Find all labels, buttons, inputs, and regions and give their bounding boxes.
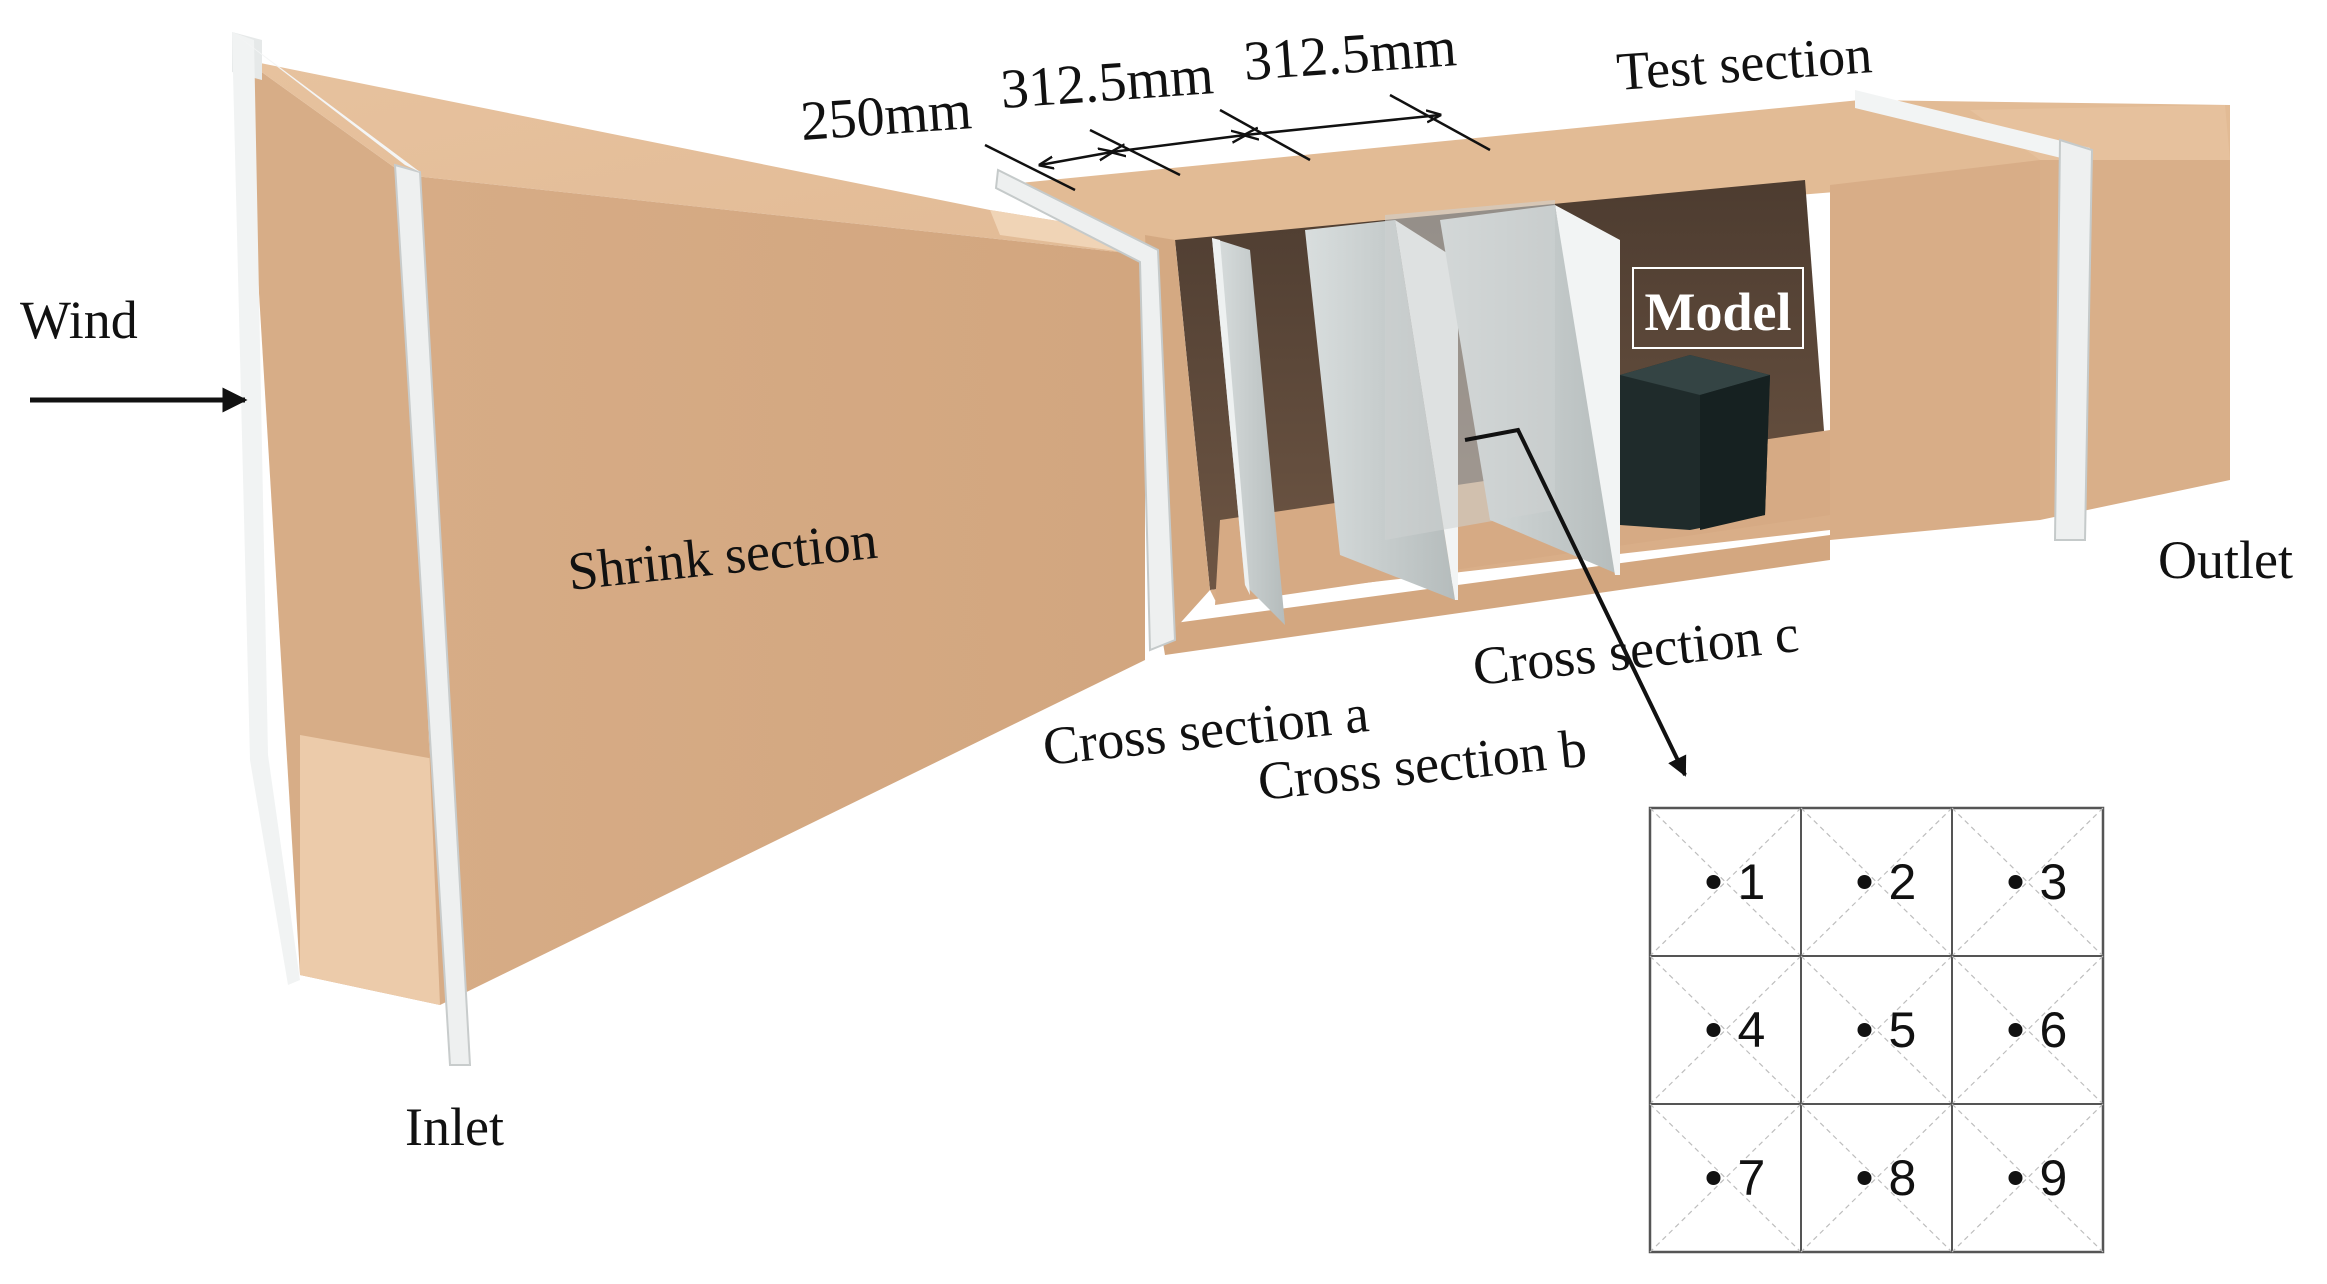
- cross-section-pointer: [1464, 427, 1687, 777]
- wind-label: Wind: [20, 290, 138, 350]
- grid-frame: [1648, 806, 2105, 1254]
- measurement-point-dot: [1706, 1023, 1721, 1037]
- dimension-label-2: 312.5mm: [999, 44, 1216, 121]
- model-label: Model: [1645, 282, 1792, 342]
- inlet-label: Inlet: [405, 1097, 504, 1157]
- measurement-point-number: 3: [2040, 854, 2068, 910]
- measurement-point-dot: [1706, 1171, 1721, 1185]
- shrink-section: [245, 60, 1145, 1005]
- flange-test-outlet: [2053, 138, 2094, 541]
- grid-cell: 9: [1951, 1103, 2104, 1253]
- flange-test-outlet-top: [1855, 90, 2090, 165]
- measurement-point-number: 6: [2040, 1002, 2068, 1058]
- cross-section-c-label: Cross section c: [1470, 603, 1801, 697]
- shrink-inner-bottom: [300, 735, 440, 1005]
- inlet-flange-left-bar: [232, 32, 300, 985]
- measurement-point-dot: [1857, 1023, 1872, 1037]
- grid-cell-border: [1951, 1103, 2104, 1253]
- model-label-box: Model: [1632, 267, 1804, 349]
- measurement-point-number: 8: [1889, 1150, 1917, 1206]
- grid-cell: 3: [1951, 807, 2104, 957]
- partition-a: [1212, 238, 1285, 625]
- measurement-point-dot: [2008, 1171, 2023, 1185]
- test-top-face-main: [1000, 100, 2230, 248]
- test-section-label: Test section: [1615, 24, 1874, 102]
- back-panel: [1385, 200, 1555, 540]
- dimension-lines: [984, 93, 1491, 192]
- measurement-point-dot: [2008, 1023, 2023, 1037]
- measurement-point-dot: [1857, 1171, 1872, 1185]
- inlet-flange-front-bar: [393, 163, 472, 1066]
- outlet-label: Outlet: [2158, 530, 2293, 590]
- measurement-point-number: 9: [2040, 1150, 2068, 1206]
- measurement-point-number: 5: [1889, 1002, 1917, 1058]
- measurement-point-number: 7: [1738, 1150, 1766, 1206]
- measurement-point-dot: [2008, 875, 2023, 889]
- measurement-point-dot: [1857, 875, 1872, 889]
- flange-shrink-test: [994, 168, 1177, 652]
- dimension-label-3: 312.5mm: [1242, 16, 1459, 93]
- test-front-bottom: [1160, 535, 1830, 655]
- measurement-point-grid: 1 2 3 4 5 6 7 8 9: [1648, 806, 2105, 1254]
- inlet-flange: [232, 32, 472, 1066]
- model-block: [1620, 355, 1770, 530]
- measurement-point-number: 2: [1889, 854, 1917, 910]
- shrink-top-face: [245, 60, 1145, 255]
- test-downstream-face: [1830, 160, 2040, 540]
- dimension-label-1: 250mm: [799, 79, 974, 153]
- measurement-point-dot: [1706, 875, 1721, 889]
- test-flanges: [994, 90, 2094, 652]
- inlet-flange-top-bar: [232, 32, 420, 172]
- measurement-point-number: 1: [1738, 854, 1766, 910]
- shrink-front-face: [405, 175, 1145, 1005]
- measurement-point-number: 4: [1738, 1002, 1766, 1058]
